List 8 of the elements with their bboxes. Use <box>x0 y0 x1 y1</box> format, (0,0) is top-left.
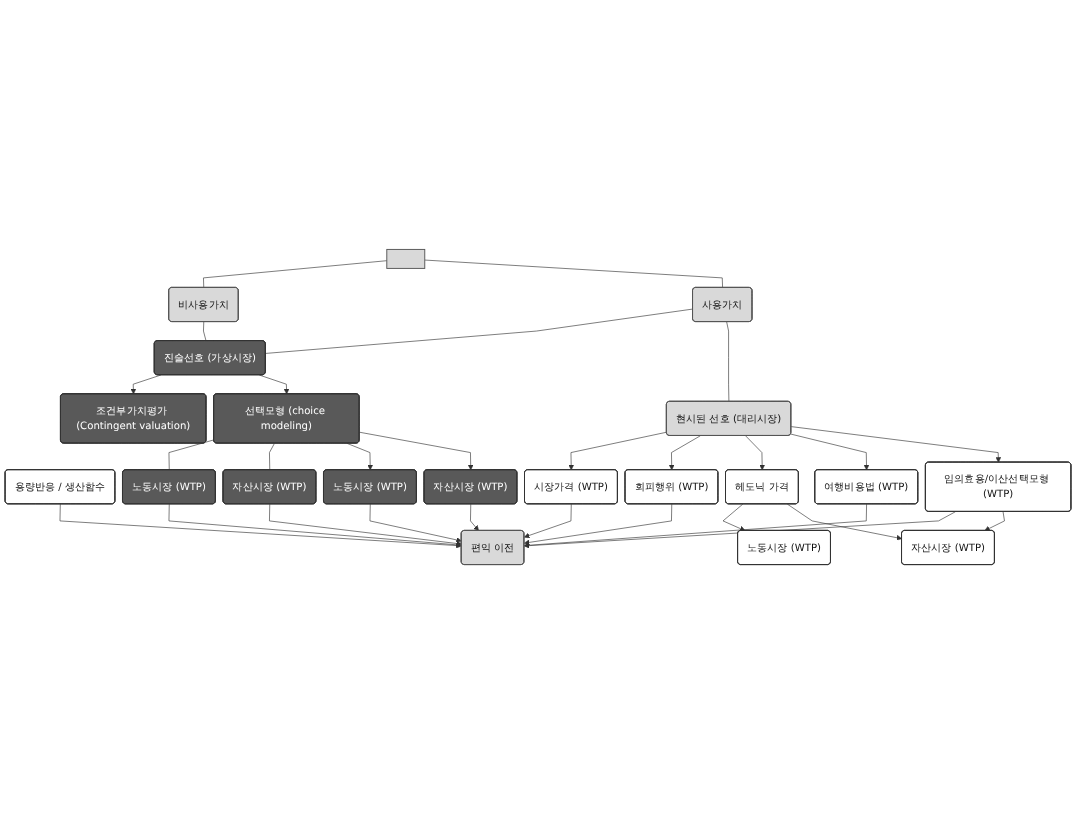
connector <box>726 321 730 402</box>
connector <box>269 443 275 471</box>
connector <box>424 259 723 289</box>
connector <box>168 439 215 471</box>
node-box <box>386 248 426 269</box>
connector <box>265 308 694 354</box>
connector <box>203 321 207 342</box>
connector <box>203 260 388 289</box>
